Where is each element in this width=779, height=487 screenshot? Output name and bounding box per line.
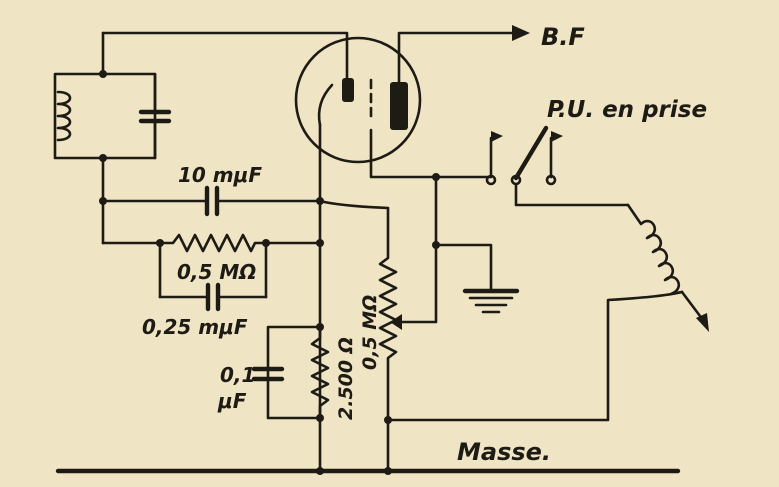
switch-blade [513,125,549,181]
pickup-arrow-icon [696,313,709,332]
wiper-arrow-icon [390,314,402,330]
resistor-05mohm [158,233,268,253]
vacuum-tube [294,25,530,473]
label-cap-025mmuf: 0,25 mμF [142,315,248,339]
wiper-wire [400,175,438,324]
resistor-2500ohm [310,325,330,420]
grid-network [99,185,390,312]
pickup-inductor [626,203,684,296]
label-cap-01: 0,1 [220,363,255,387]
pickup-coil [386,203,709,422]
ground-symbol [434,243,520,314]
wire-to-potentiometer [318,199,390,210]
cathode-network [251,323,330,475]
label-res-05mohm: 0,5 MΩ [177,260,256,284]
label-pot-05mohm: 0,5 MΩ [359,295,381,370]
label-cap-10mmuf: 10 mμF [178,163,262,187]
bf-arrow-icon [512,25,530,41]
tube-filament [317,83,334,127]
pickup-switch [485,125,630,207]
label-bf: B.F [541,23,585,51]
label-cap-muf: μF [217,389,247,413]
potentiometer-track [378,206,398,473]
wire-top-to-grid [101,31,349,80]
tube-anode [390,82,408,130]
switch-contact-right [545,174,557,186]
wire-anode-to-bf [397,31,514,84]
potentiometer [378,173,440,475]
label-res-2500ohm: 2.500 Ω [335,337,357,420]
tank-circuit [53,31,349,245]
tube-envelope [294,36,422,164]
switch-contact-left [485,174,497,186]
tube-cathode [342,78,354,102]
label-masse: Masse. [457,438,551,466]
label-pickup: P.U. en prise [547,97,707,123]
wire-pickup-return [386,290,684,422]
tank-coil [56,90,72,142]
wire-grid-to-switch [369,128,492,179]
